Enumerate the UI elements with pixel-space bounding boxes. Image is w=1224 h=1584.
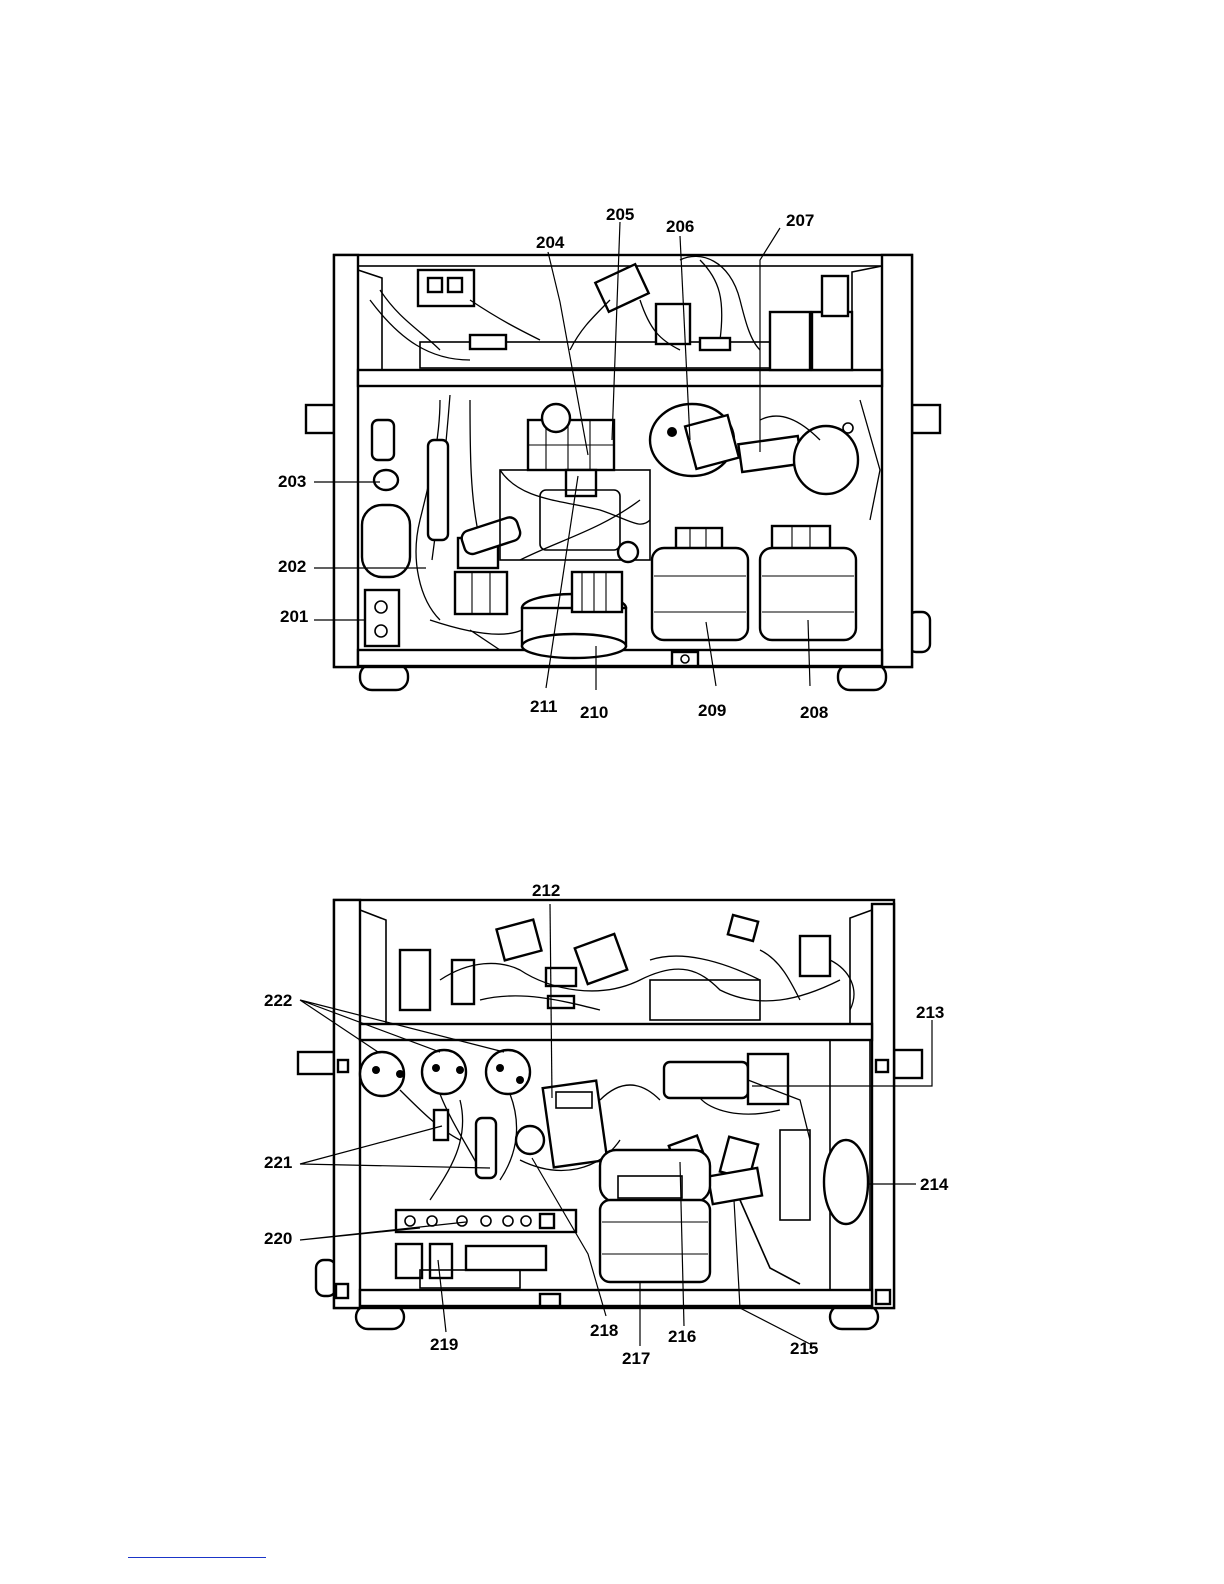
callout-211: 211 bbox=[530, 697, 557, 716]
callout-212: 212 bbox=[532, 881, 560, 900]
callout-201: 201 bbox=[280, 607, 308, 626]
callout-218: 218 bbox=[590, 1321, 618, 1340]
callout-219: 219 bbox=[430, 1335, 458, 1354]
callout-217: 217 bbox=[622, 1349, 650, 1368]
callout-203: 203 bbox=[278, 472, 306, 491]
callout-207: 207 bbox=[786, 211, 814, 230]
callout-222: 222 bbox=[264, 991, 292, 1010]
callout-206: 206 bbox=[666, 217, 694, 236]
callout-205: 205 bbox=[606, 205, 634, 224]
footer-rule bbox=[128, 1557, 266, 1558]
callout-210: 210 bbox=[580, 703, 608, 722]
callout-214: 214 bbox=[920, 1175, 949, 1194]
upper-unit-drawing bbox=[306, 255, 940, 690]
callout-213: 213 bbox=[916, 1003, 944, 1022]
callout-209: 209 bbox=[698, 701, 726, 720]
callout-208: 208 bbox=[800, 703, 828, 722]
callout-202: 202 bbox=[278, 557, 306, 576]
callout-215: 215 bbox=[790, 1339, 818, 1358]
callout-220: 220 bbox=[264, 1229, 292, 1248]
callout-216: 216 bbox=[668, 1327, 696, 1346]
callout-204: 204 bbox=[536, 233, 565, 252]
callout-221: 221 bbox=[264, 1153, 292, 1172]
lower-unit-drawing bbox=[298, 900, 922, 1329]
